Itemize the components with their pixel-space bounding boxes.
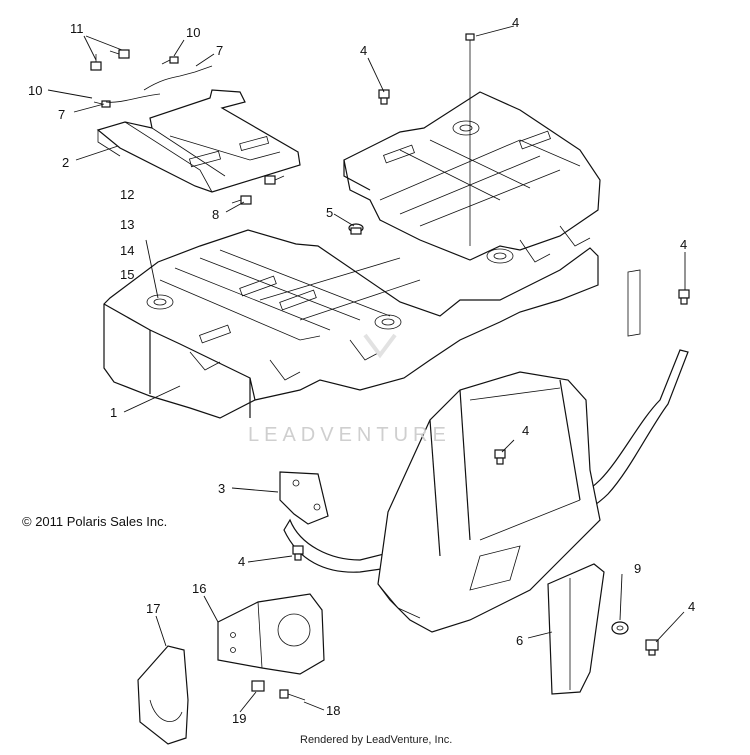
callout-15: 15 <box>120 267 135 282</box>
callout-19: 19 <box>232 711 247 726</box>
callout-4: 4 <box>680 237 688 252</box>
fasteners <box>90 33 690 701</box>
leader-lines <box>47 25 686 713</box>
callout-1: 1 <box>110 405 118 420</box>
washer-part-9 <box>611 621 629 635</box>
callout-7: 7 <box>58 107 66 122</box>
callout-4: 4 <box>238 554 246 569</box>
render-credit: Rendered by LeadVenture, Inc. <box>300 734 453 746</box>
callout-9: 9 <box>634 561 642 576</box>
bumper-assembly <box>283 269 689 633</box>
main-rack-part <box>103 229 599 419</box>
callout-7: 7 <box>216 43 224 58</box>
callout-11: 11 <box>70 21 84 36</box>
callout-4: 4 <box>360 43 368 58</box>
callout-10: 10 <box>28 83 43 98</box>
callout-2: 2 <box>62 155 70 170</box>
callout-4: 4 <box>522 423 530 438</box>
callout-5: 5 <box>326 205 334 220</box>
rack-plate-part <box>96 89 301 193</box>
callout-8: 8 <box>212 207 220 222</box>
callout-10: 10 <box>186 25 201 40</box>
bracket-part-3 <box>279 471 329 525</box>
copyright-notice: © 2011 Polaris Sales Inc. <box>22 514 168 529</box>
callout-6: 6 <box>516 633 524 648</box>
callout-12: 12 <box>120 187 135 202</box>
callout-3: 3 <box>218 481 226 496</box>
part-6 <box>547 563 605 695</box>
callout-17: 17 <box>146 601 161 616</box>
callout-18: 18 <box>326 703 341 718</box>
cable-part-7b <box>105 93 161 103</box>
callout-4: 4 <box>512 15 520 30</box>
bracket-part-17 <box>137 645 189 745</box>
watermark-emblem <box>363 333 397 359</box>
callout-16: 16 <box>192 581 207 596</box>
callout-4: 4 <box>688 599 696 614</box>
callout-13: 13 <box>120 217 135 232</box>
callout-14: 14 <box>120 243 135 258</box>
rear-rack-part <box>343 91 601 263</box>
cable-part-7a <box>143 65 213 91</box>
bracket-part-16 <box>217 593 325 675</box>
watermark-text: LEADVENTURE <box>248 424 451 446</box>
